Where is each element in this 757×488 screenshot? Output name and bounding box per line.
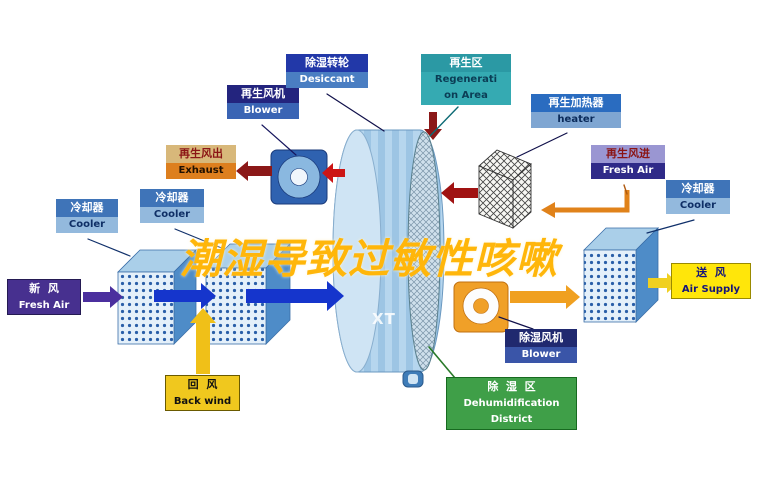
- label-regeneration-area-en2: on Area: [421, 88, 511, 105]
- label-regeneration-area-zh: 再生区: [421, 54, 511, 72]
- label-dehumid-district-zh: 除 湿 区: [447, 378, 576, 396]
- blower-to-exhaust-arrow: [236, 161, 272, 181]
- supply-arrow-2: [648, 273, 678, 293]
- label-dehumid-district-en2: District: [447, 412, 576, 429]
- label-dehumid-district: 除 湿 区 Dehumidification District: [446, 377, 577, 430]
- label-cooler-left-inner: 冷却器 Cooler: [140, 189, 204, 224]
- label-dehumid-blower: 除湿风机 Blower: [505, 329, 577, 364]
- label-desiccant: 除湿转轮 Desiccant: [286, 54, 368, 89]
- label-desiccant-zh: 除湿转轮: [286, 54, 368, 72]
- label-cooler-right: 冷却器 Cooler: [666, 180, 730, 215]
- label-regen-fresh-air-en: Fresh Air: [591, 162, 665, 180]
- rotor-media-band: [407, 131, 441, 371]
- cooler-box-left-outer: [117, 249, 197, 345]
- label-exhaust-en: Exhaust: [166, 162, 236, 180]
- process-arrow-1: [154, 283, 216, 309]
- label-cooler-right-en: Cooler: [666, 197, 730, 215]
- leader-lines: [87, 93, 695, 379]
- regen-area-arrow: [424, 112, 442, 140]
- label-cooler-left-inner-en: Cooler: [140, 206, 204, 224]
- regen-intake-path: [553, 190, 630, 213]
- label-regen-fresh-air: 再生风进 Fresh Air: [591, 145, 665, 180]
- label-regeneration-area: 再生区 Regenerati on Area: [421, 54, 511, 105]
- dehumid-blower-fan: [453, 281, 509, 333]
- label-air-supply-en: Air Supply: [672, 281, 750, 299]
- label-back-wind-en: Back wind: [166, 393, 239, 411]
- label-fresh-air-zh: 新 风: [8, 280, 80, 298]
- label-cooler-left-outer-zh: 冷却器: [56, 199, 118, 217]
- label-cooler-left-inner-zh: 冷却器: [140, 189, 204, 207]
- label-regen-blower-zh: 再生风机: [227, 85, 299, 103]
- rotor-to-blower-arrow: [322, 163, 345, 183]
- label-regen-heater-zh: 再生加热器: [531, 94, 621, 112]
- fresh-air-arrow: [83, 286, 123, 308]
- label-dehumid-blower-en: Blower: [505, 346, 577, 364]
- back-wind-arrow: [190, 308, 216, 374]
- process-air-arrows: [83, 273, 678, 374]
- label-cooler-right-zh: 冷却器: [666, 180, 730, 198]
- label-back-wind: 回 风 Back wind: [165, 375, 240, 412]
- desiccant-rotor: [332, 129, 445, 388]
- label-regen-heater: 再生加热器 heater: [531, 94, 621, 129]
- label-back-wind-zh: 回 风: [166, 376, 239, 394]
- label-air-supply: 送 风 Air Supply: [671, 263, 751, 300]
- process-arrow-2: [246, 281, 344, 311]
- label-exhaust-zh: 再生风出: [166, 145, 236, 163]
- cooler-box-right: [583, 227, 659, 323]
- label-cooler-left-outer: 冷却器 Cooler: [56, 199, 118, 234]
- regen-intake-arrowhead: [541, 202, 555, 218]
- label-regen-blower: 再生风机 Blower: [227, 85, 299, 120]
- watermark-text: 潮湿导致过敏性咳嗽: [180, 235, 558, 283]
- label-fresh-air: 新 风 Fresh Air: [7, 279, 81, 316]
- label-cooler-left-outer-en: Cooler: [56, 216, 118, 234]
- label-fresh-air-en: Fresh Air: [8, 297, 80, 315]
- supply-arrow-1: [510, 285, 580, 309]
- heater-to-rotor-arrow: [441, 182, 478, 204]
- label-regeneration-area-en1: Regenerati: [421, 71, 511, 89]
- label-regen-fresh-air-zh: 再生风进: [591, 145, 665, 163]
- regen-air-arrows: [236, 112, 630, 218]
- label-dehumid-blower-zh: 除湿风机: [505, 329, 577, 347]
- regen-blower-fan: [270, 149, 328, 205]
- label-exhaust: 再生风出 Exhaust: [166, 145, 236, 180]
- label-dehumid-district-en1: Dehumidification: [447, 395, 576, 413]
- label-regen-heater-en: heater: [531, 111, 621, 129]
- label-air-supply-zh: 送 风: [672, 264, 750, 282]
- label-desiccant-en: Desiccant: [286, 71, 368, 89]
- heater-box: [478, 149, 532, 230]
- label-regen-blower-en: Blower: [227, 102, 299, 120]
- rotor-logo-text: XT: [372, 310, 396, 328]
- rotor-left-cap: [332, 129, 382, 373]
